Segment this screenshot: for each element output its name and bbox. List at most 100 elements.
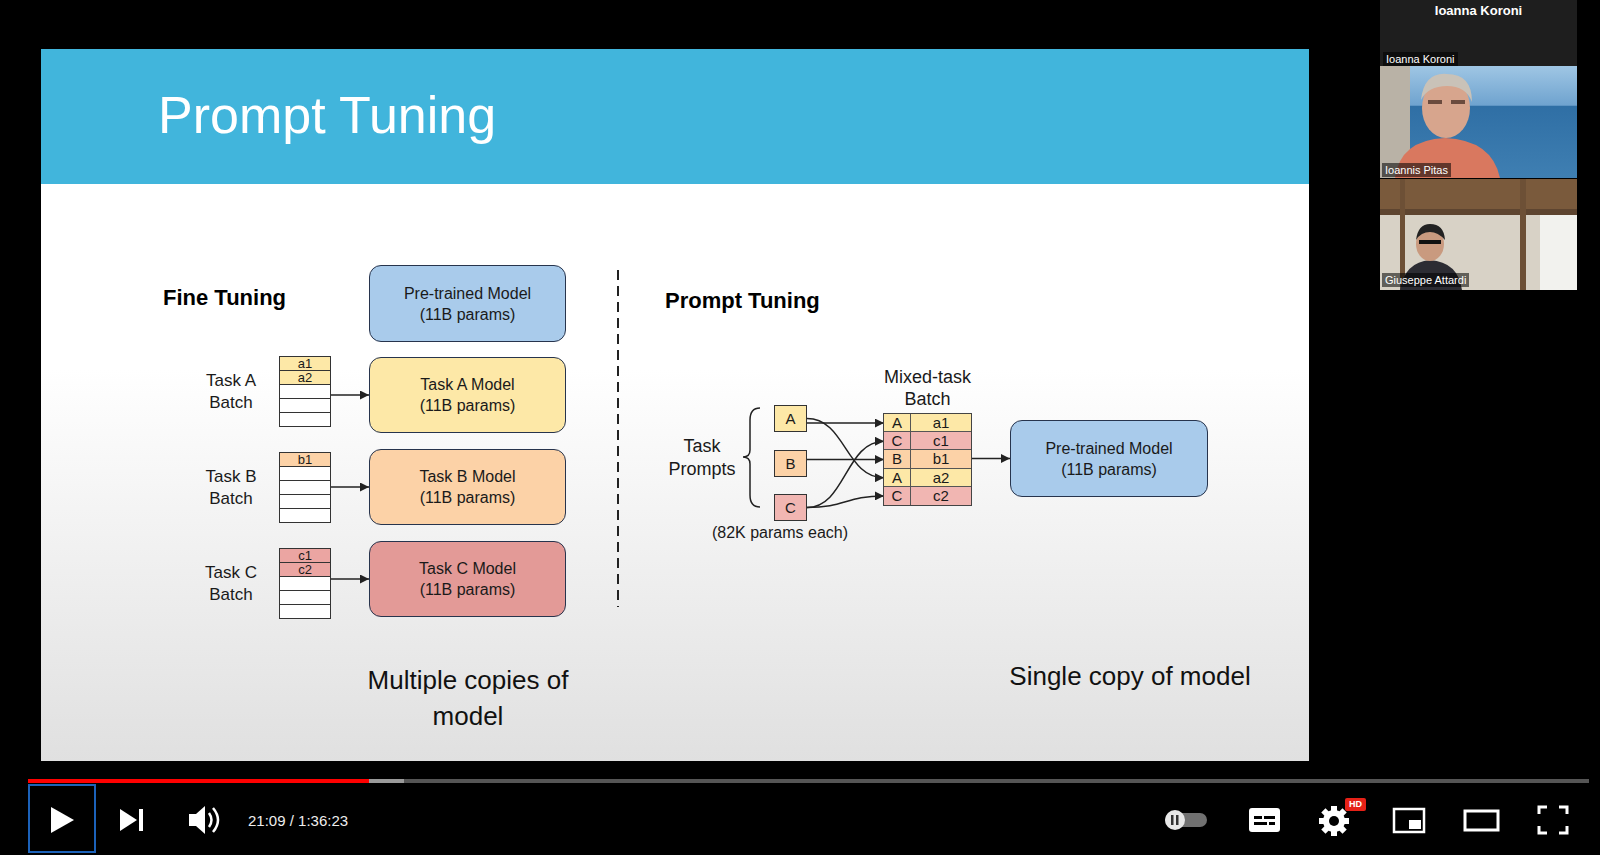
volume-icon xyxy=(189,806,218,834)
batch-cell: a1 xyxy=(911,414,971,432)
batch-heading-text: Task B Batch xyxy=(196,466,266,510)
focus-outline xyxy=(29,785,95,852)
parameter-note-text: (82K params each) xyxy=(700,523,860,543)
batch-cell: a2 xyxy=(280,371,330,384)
batch-cell: a2 xyxy=(911,469,971,487)
name-tag-text: Ioanna Koroni xyxy=(1383,52,1458,66)
miniplayer-icon xyxy=(1394,809,1424,832)
cell-label: c1 xyxy=(933,432,949,449)
prompt-label: A xyxy=(785,410,795,427)
prompt-box: B xyxy=(774,450,807,477)
model-label: Pre-trained Model (11B params) xyxy=(1019,438,1199,480)
cell-label: B xyxy=(892,450,902,467)
model-box: Task A Model (11B params) xyxy=(369,357,566,433)
batch-cell: C xyxy=(884,487,911,505)
batch-cell: b1 xyxy=(911,450,971,468)
cell-label: a1 xyxy=(298,357,312,370)
cell-label: a2 xyxy=(298,371,312,384)
time-display: 21:09 / 1:36:23 xyxy=(248,811,348,830)
arrow-connector xyxy=(807,441,884,507)
hd-badge-text-text: HD xyxy=(1345,799,1366,810)
batch-cell: B xyxy=(884,450,911,468)
section-heading-text: Fine Tuning xyxy=(163,284,286,312)
name-tag-text: Giuseppe Attardi xyxy=(1382,273,1469,287)
arrow-connector xyxy=(807,419,884,478)
model-label: Task A Model (11B params) xyxy=(378,374,558,416)
video-frame-pitas xyxy=(1380,66,1577,178)
arrow-connector xyxy=(807,496,884,508)
cell-label: c1 xyxy=(298,549,312,562)
batch-cell: c1 xyxy=(280,549,330,562)
fullscreen-icon xyxy=(1539,807,1567,833)
batch-cell: C xyxy=(884,432,911,450)
model-label: Task B Model (11B params) xyxy=(378,466,558,508)
cell-label: c2 xyxy=(298,563,312,576)
prompt-box: C xyxy=(774,494,807,521)
progress-played xyxy=(28,779,369,783)
autoplay-toggle xyxy=(1165,810,1207,830)
batch-cell: b1 xyxy=(280,453,330,466)
caption-text: Single copy of model xyxy=(970,658,1290,694)
caption-text: Multiple copies of model xyxy=(343,662,593,734)
arrow-connector xyxy=(331,394,369,396)
arrow-connector xyxy=(807,459,884,461)
progress-track xyxy=(28,779,1589,783)
arrow-connector xyxy=(331,486,369,488)
brace xyxy=(743,408,760,507)
arrow-connector xyxy=(972,458,1010,460)
prompt-label: B xyxy=(785,455,795,472)
batch-heading-text: Task C Batch xyxy=(196,562,266,606)
caption-text-text: Single copy of model xyxy=(970,658,1290,694)
arrow-connector xyxy=(807,422,884,424)
cell-label: a1 xyxy=(933,414,950,431)
batch-stack: Task B Batchb1 xyxy=(279,452,331,523)
cell-label: b1 xyxy=(298,453,312,466)
cell-label: C xyxy=(892,487,903,504)
name-tag-text: Ioannis Pitas xyxy=(1382,163,1451,177)
section-heading: Prompt Tuning xyxy=(665,287,820,315)
captions-icon xyxy=(1249,808,1280,832)
video-frame-attardi xyxy=(1380,179,1577,290)
model-box: Task B Model (11B params) xyxy=(369,449,566,525)
model-label: Task C Model (11B params) xyxy=(378,558,558,600)
batch-heading-text: Mixed-task Batch xyxy=(868,366,988,410)
section-heading-text: Prompt Tuning xyxy=(665,287,820,315)
progress-buffered xyxy=(28,779,404,783)
cell-label: c2 xyxy=(933,487,949,504)
batch-cell: A xyxy=(884,469,911,487)
participant-top-bar xyxy=(1380,0,1577,66)
batch-heading-text: Task A Batch xyxy=(196,370,266,414)
model-box: Pre-trained Model (11B params) xyxy=(369,265,566,342)
mixed-batch-table: Mixed-task BatchAa1Cc1Bb1Aa2Cc2 xyxy=(883,413,972,506)
batch-cell: c1 xyxy=(911,432,971,450)
participant-name: Ioanna Koroni xyxy=(1380,3,1577,19)
batch-stack: Task A Batcha1a2 xyxy=(279,356,331,427)
prompt-box: A xyxy=(774,405,807,432)
group-label-text: Task Prompts xyxy=(667,435,737,481)
cell-label: C xyxy=(892,432,903,449)
slide-body xyxy=(41,49,1309,761)
theater-icon xyxy=(1465,811,1498,830)
time-display-text: 21:09 / 1:36:23 xyxy=(248,811,348,830)
name-tag: Ioannis Pitas xyxy=(1382,160,1451,178)
group-label: Task Prompts xyxy=(667,435,737,481)
batch-heading: Task C Batch xyxy=(196,562,266,606)
batch-heading: Mixed-task Batch xyxy=(868,366,988,410)
cell-label: A xyxy=(892,469,902,486)
slide-title-text: Prompt Tuning xyxy=(158,86,496,144)
batch-heading: Task A Batch xyxy=(196,370,266,414)
section-heading: Fine Tuning xyxy=(163,284,286,312)
model-box: Task C Model (11B params) xyxy=(369,541,566,617)
name-tag: Ioanna Koroni xyxy=(1383,49,1458,67)
hd-badge xyxy=(1345,798,1366,811)
name-tag: Giuseppe Attardi xyxy=(1382,270,1469,288)
batch-stack: Task C Batchc1c2 xyxy=(279,548,331,619)
play-icon xyxy=(51,807,74,833)
batch-heading: Task B Batch xyxy=(196,466,266,510)
batch-cell: c2 xyxy=(911,487,971,505)
parameter-note: (82K params each) xyxy=(700,523,860,543)
arrow-connector xyxy=(331,578,369,580)
dashed-divider xyxy=(617,270,619,607)
